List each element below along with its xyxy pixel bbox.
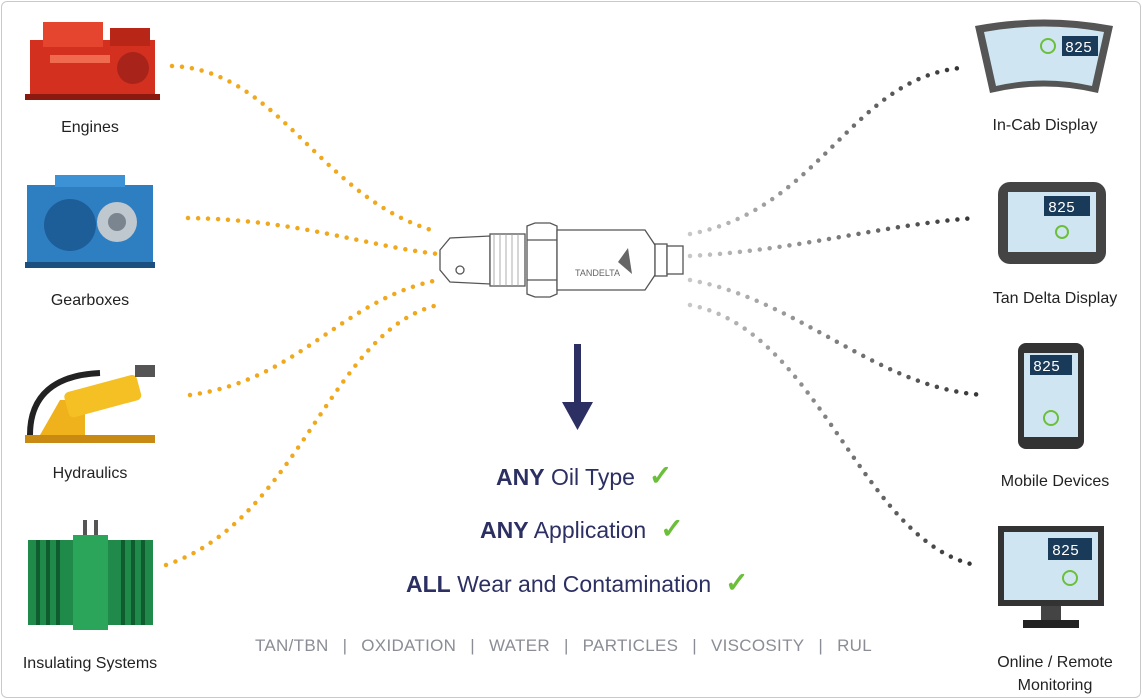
separator: | bbox=[563, 636, 569, 655]
in-cab-display-icon: 825 bbox=[975, 19, 1113, 93]
param-viscosity: VISCOSITY bbox=[711, 636, 805, 655]
dotted-line-mobile bbox=[687, 277, 988, 398]
svg-text:825: 825 bbox=[1065, 40, 1092, 57]
feature-strong: ANY bbox=[496, 464, 545, 490]
transformer-icon bbox=[28, 520, 153, 630]
feature-strong: ANY bbox=[480, 517, 529, 543]
check-icon: ✓ bbox=[725, 567, 749, 598]
svg-text:825: 825 bbox=[1033, 359, 1060, 376]
feature-strong: ALL bbox=[406, 571, 451, 597]
down-arrow-icon bbox=[562, 344, 593, 430]
label-engines: Engines bbox=[61, 119, 119, 136]
label-hydraulics: Hydraulics bbox=[52, 465, 128, 482]
gearbox-icon bbox=[25, 175, 155, 268]
feature-text: Oil Type bbox=[550, 464, 635, 490]
hydraulic-cylinder-icon bbox=[25, 365, 155, 443]
parameter-list: TAN/TBN | OXIDATION | WATER | PARTICLES | VISCOS… bbox=[255, 636, 872, 656]
label-gearboxes: Gearboxes bbox=[50, 292, 130, 309]
param-particles: PARTICLES bbox=[582, 636, 679, 655]
param-rul: RUL bbox=[837, 636, 873, 655]
dotted-line-tan-delta bbox=[687, 215, 978, 259]
feature-any-oil-type: ANY Oil Type ✓ bbox=[496, 459, 672, 492]
separator: | bbox=[818, 636, 824, 655]
engine-icon bbox=[25, 22, 160, 100]
mobile-device-icon: 825 bbox=[1018, 343, 1084, 449]
check-icon: ✓ bbox=[648, 460, 673, 491]
separator: | bbox=[342, 636, 348, 655]
feature-any-application: ANY Application ✓ bbox=[480, 512, 684, 545]
label-insulating-systems: Insulating Systems bbox=[22, 655, 158, 672]
dotted-line-insulating bbox=[163, 302, 441, 568]
dotted-line-engines bbox=[169, 63, 441, 235]
feature-text: Application bbox=[533, 517, 647, 543]
svg-text:825: 825 bbox=[1048, 200, 1075, 217]
param-water: WATER bbox=[488, 636, 550, 655]
separator: | bbox=[470, 636, 475, 655]
dotted-line-in-cab bbox=[687, 65, 963, 237]
svg-text:TANDELTA: TANDELTA bbox=[575, 268, 620, 278]
svg-text:825: 825 bbox=[1052, 543, 1079, 560]
monitor-icon: 825 bbox=[998, 526, 1104, 628]
tan-delta-display-icon: 825 bbox=[998, 182, 1106, 264]
dotted-line-hydraulics bbox=[187, 277, 441, 398]
param-oxidation: OXIDATION bbox=[361, 636, 457, 655]
check-icon: ✓ bbox=[660, 513, 684, 544]
label-tan-delta-display: Tan Delta Display bbox=[992, 290, 1118, 307]
separator: | bbox=[692, 636, 697, 655]
dotted-line-gearboxes bbox=[185, 215, 441, 257]
dotted-line-monitor bbox=[687, 302, 978, 568]
feature-all-wear-contamination: ALL Wear and Contamination ✓ bbox=[406, 566, 749, 599]
label-mobile-devices: Mobile Devices bbox=[1000, 473, 1110, 490]
tandelta-sensor: TANDELTA bbox=[439, 222, 684, 298]
feature-text: Wear and Contamination bbox=[457, 571, 712, 597]
label-in-cab-display: In-Cab Display bbox=[992, 117, 1098, 134]
label-online-remote-monitoring: Online / Remote Monitoring bbox=[997, 654, 1113, 694]
param-tan-tbn: TAN/TBN bbox=[255, 636, 329, 655]
